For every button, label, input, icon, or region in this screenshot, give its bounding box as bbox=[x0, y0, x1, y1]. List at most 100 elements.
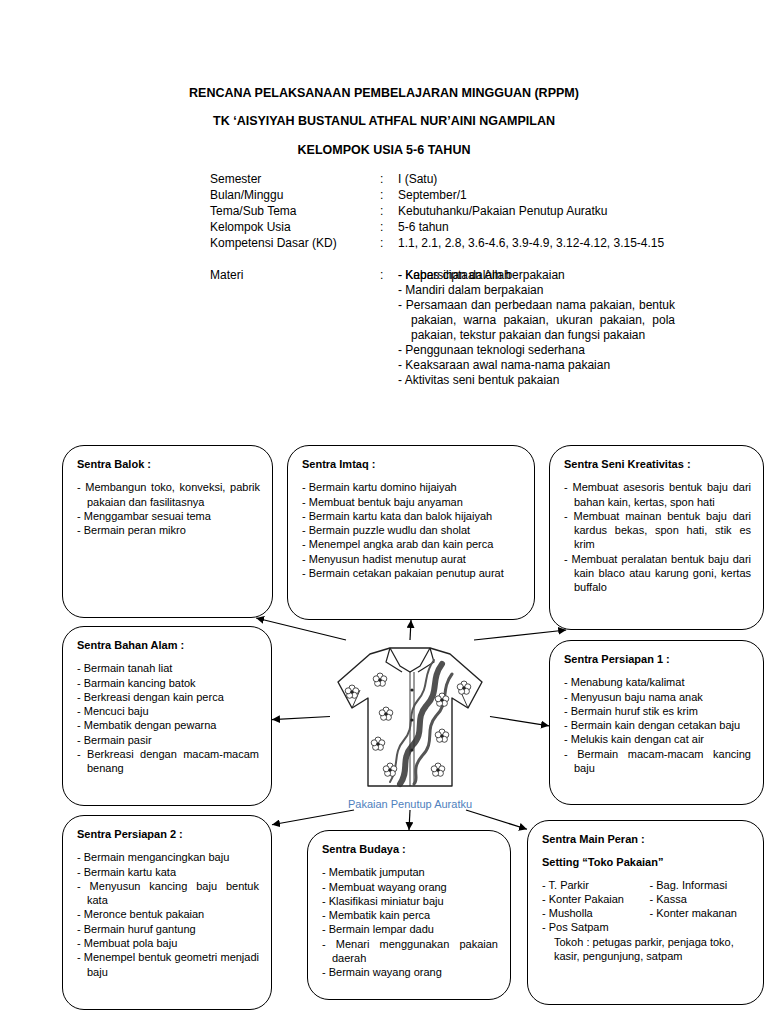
arrow-connector bbox=[272, 810, 354, 825]
info-cell: Kebutuhanku/Pakaian Penutup Auratku bbox=[398, 204, 675, 219]
arrow-connector bbox=[272, 717, 330, 720]
info-cell: Materi bbox=[210, 268, 378, 283]
activity-item: - Kassa bbox=[650, 892, 752, 906]
activity-item: - Bermain pasir bbox=[77, 733, 259, 747]
activity-item: - Bermain kartu kata dan balok hijaiyah bbox=[302, 509, 522, 523]
info-cell: - Kapas ciptaan Allah bbox=[398, 268, 675, 283]
activity-item: - Bermain kain dengan cetakan baju bbox=[564, 718, 751, 732]
activity-item: - Membuat bentuk baju anyaman bbox=[302, 495, 522, 509]
header-line: KELOMPOK USIA 5-6 TAHUN bbox=[0, 143, 768, 157]
activity-item: - Membatik dengan pewarna bbox=[77, 718, 259, 732]
activity-item: - Menempel angka arab dan kain perca bbox=[302, 537, 522, 551]
header-line: TK ‘AISYIYAH BUSTANUL ATHFAL NUR’AINI NG… bbox=[0, 114, 768, 128]
box-heading: Sentra Persiapan 2 : bbox=[77, 827, 259, 841]
activity-item: - Bermain huruf gantung bbox=[77, 922, 259, 936]
info-cell: : bbox=[380, 172, 394, 187]
activity-item: - Berkreasi dengan kain perca bbox=[77, 690, 259, 704]
activity-item: - Melukis kain dengan cat air bbox=[564, 732, 751, 746]
sentra-box: Sentra Seni Kreativitas :- Membuat aseso… bbox=[549, 445, 764, 630]
activity-item: - Bermain wayang orang bbox=[322, 965, 498, 979]
activity-item: - Membatik kain perca bbox=[322, 908, 498, 922]
arrow-connector bbox=[409, 810, 410, 830]
arrow-connector bbox=[474, 630, 566, 640]
activity-item: - Menempel bentuk geometri menjadi baju bbox=[77, 950, 259, 979]
activity-item: - Bermain tanah liat bbox=[77, 661, 259, 675]
materi-item: - Mandiri dalam berpakaian bbox=[398, 283, 675, 298]
materi-item: - Penggunaan teknologi sederhana bbox=[398, 343, 675, 358]
activity-item: - Membuat wayang orang bbox=[322, 880, 498, 894]
activity-item: - Bermain puzzle wudlu dan sholat bbox=[302, 523, 522, 537]
info-cell: Kelompok Usia bbox=[210, 220, 378, 235]
activity-item: - Membuat pola baju bbox=[77, 936, 259, 950]
info-cell: 1.1, 2.1, 2.8, 3.6-4.6, 3.9-4.9, 3.12-4.… bbox=[398, 236, 675, 251]
role-note: Tokoh : petugas parkir, penjaga toko, ka… bbox=[542, 935, 751, 964]
info-cell: Kompetensi Dasar (KD) bbox=[210, 236, 378, 251]
activity-item: - Konter makanan bbox=[650, 906, 752, 920]
setting-grid: - T. Parkir - Bag. Informasi - Konter Paka… bbox=[542, 878, 751, 935]
activity-item: - Berkreasi dengan macam-macam benang bbox=[77, 747, 259, 776]
activity-item: - Musholla bbox=[542, 906, 644, 920]
arrow-connector bbox=[410, 620, 411, 640]
activity-item: - Membuat mainan bentuk baju dari kardus… bbox=[564, 509, 751, 552]
activity-item: - Menabung kata/kalimat bbox=[564, 675, 751, 689]
activity-item: - Bermain kartu domino hijaiyah bbox=[302, 480, 522, 494]
activity-item: - Menyusun hadist menutup aurat bbox=[302, 552, 522, 566]
info-cell: Semester bbox=[210, 172, 378, 187]
info-cell: : bbox=[380, 188, 394, 203]
box-heading: Sentra Imtaq : bbox=[302, 457, 522, 471]
activity-item: - Konter Pakaian bbox=[542, 892, 644, 906]
sentra-box: Sentra Main Peran : Setting “Toko Pakaian… bbox=[527, 820, 764, 1005]
sentra-box: Sentra Persiapan 2 : - Bermain mengancing… bbox=[62, 815, 272, 1010]
activity-item: - Membuat asesoris bentuk baju dari baha… bbox=[564, 480, 751, 509]
activity-item: - Membangun toko, konveksi, pabrik pakai… bbox=[77, 480, 260, 509]
info-cell: I (Satu) bbox=[398, 172, 675, 187]
activity-item: - Menyusun baju nama anak bbox=[564, 690, 751, 704]
box-heading: Sentra Persiapan 1 : bbox=[564, 652, 751, 666]
info-cell: : bbox=[380, 220, 394, 235]
activity-item: - Menggambar sesuai tema bbox=[77, 509, 260, 523]
sentra-box: Sentra Balok : - Membangun toko, konveksi… bbox=[62, 445, 273, 618]
activity-item: - Pos Satpam bbox=[542, 920, 644, 934]
info-cell: : bbox=[380, 268, 394, 283]
arrow-connector bbox=[256, 618, 346, 640]
activity-item: - Bermain peran mikro bbox=[77, 523, 260, 537]
activity-item: - Menyusun kancing baju bentuk kata bbox=[77, 879, 259, 908]
sentra-box: Sentra Budaya :- Membatik jumputan- Memb… bbox=[307, 830, 511, 1000]
box-heading: Sentra Main Peran : bbox=[542, 832, 751, 846]
page-title: RENCANA PELAKSANAAN PEMBELAJARAN MINGGUA… bbox=[0, 86, 768, 100]
activity-item: - Bermain macam-macam kancing baju bbox=[564, 747, 751, 776]
box-heading: Sentra Bahan Alam : bbox=[77, 638, 259, 652]
activity-item: - Membuat peralatan bentuk baju dari kai… bbox=[564, 552, 751, 595]
info-cell: September/1 bbox=[398, 188, 675, 203]
shirt-illustration bbox=[330, 640, 490, 790]
setting-heading: Setting “Toko Pakaian” bbox=[542, 855, 751, 869]
info-cell: Bulan/Minggu bbox=[210, 188, 378, 203]
sentra-box: Sentra Persiapan 1 : - Menabung kata/kali… bbox=[549, 640, 764, 805]
activity-item: - Membatik jumputan bbox=[322, 865, 498, 879]
activity-item: - Barmain kancing batok bbox=[77, 676, 259, 690]
activity-item: - Bermain lempar dadu bbox=[322, 922, 498, 936]
info-cell: Tema/Sub Tema bbox=[210, 204, 378, 219]
activity-item: - Bermain mengancingkan baju bbox=[77, 850, 259, 864]
arrow-connector bbox=[490, 717, 549, 726]
activity-item: - T. Parkir bbox=[542, 878, 644, 892]
activity-item: - Meronce bentuk pakaian bbox=[77, 907, 259, 921]
materi-item: - Persamaan dan perbedaan nama pakaian, … bbox=[398, 298, 675, 343]
activity-item: - Menari menggunakan pakaian daerah bbox=[322, 937, 498, 966]
box-heading: Sentra Balok : bbox=[77, 457, 260, 471]
info-cell: 5-6 tahun bbox=[398, 220, 675, 235]
sentra-box: Sentra Imtaq : - Bermain kartu domino hij… bbox=[287, 445, 535, 620]
sentra-box: Sentra Bahan Alam :- Bermain tanah liat-… bbox=[62, 626, 272, 806]
materi-item: - Keaksaraan awal nama-nama pakaian bbox=[398, 358, 675, 373]
activity-item: - Bermain huruf stik es krim bbox=[564, 704, 751, 718]
info-cell: : bbox=[380, 204, 394, 219]
materi-list: - Kebersihan dalam berpakaian- Mandiri d… bbox=[398, 268, 675, 388]
activity-item: - Bermain cetakan pakaian penutup aurat bbox=[302, 566, 522, 580]
info-cell: : bbox=[380, 236, 394, 251]
box-heading: Sentra Budaya : bbox=[322, 842, 498, 856]
activity-item: - Mencuci baju bbox=[77, 704, 259, 718]
center-theme: Pakaian Penutup Auratku bbox=[330, 640, 490, 810]
activity-item: - Bag. Informasi bbox=[650, 878, 752, 892]
activity-item: - Bermain kartu kata bbox=[77, 865, 259, 879]
